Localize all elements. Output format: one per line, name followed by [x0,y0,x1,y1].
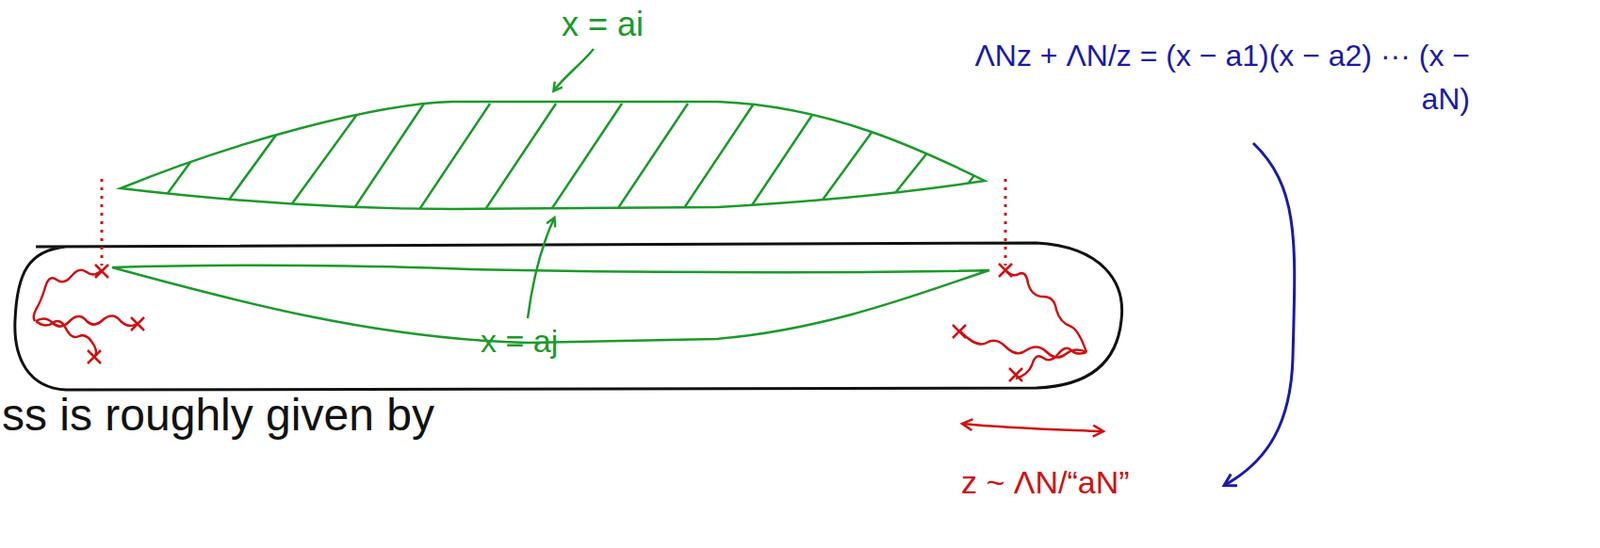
curve-equation: ΛNz + ΛN/z = (x − a1)(x − a2) ··· (x − a… [942,33,1470,122]
slide-text: ss is roughly given by [1,388,435,443]
brane-label: x = aj [480,322,558,361]
scale-label: z ~ ΛN/“aN” [961,463,1130,503]
brane-label: x = ai [561,3,644,45]
